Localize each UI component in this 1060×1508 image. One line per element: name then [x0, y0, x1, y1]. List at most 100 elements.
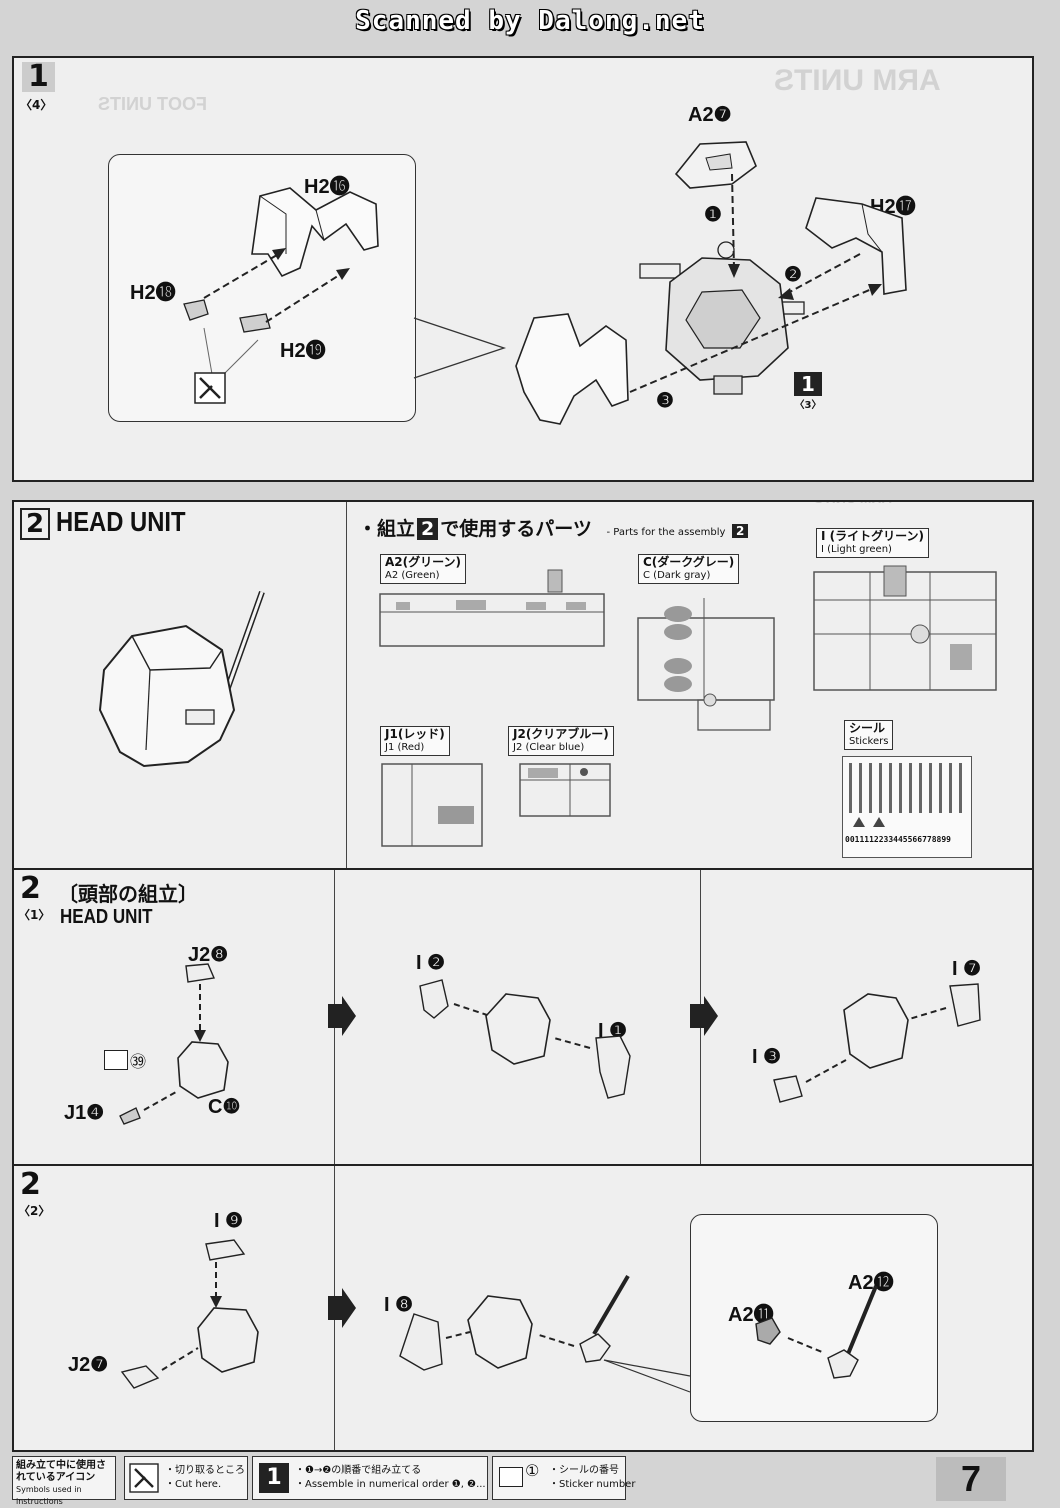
sticker-code: 0011112233445566778899 — [845, 835, 951, 844]
runner-stickers-jp: シール — [849, 721, 886, 735]
assembly-arrows — [629, 173, 882, 393]
label-c-10: C❿ — [208, 1096, 241, 1118]
part-h2-17 — [805, 197, 907, 295]
legend-title-en: Symbols used in instructions — [16, 1485, 82, 1506]
parts-h2-18-19 — [183, 299, 271, 333]
step2-1-parts-a — [119, 963, 229, 1125]
label-i-7: I ❼ — [952, 958, 982, 980]
runner-j2-jp: J2(クリアブルー) — [513, 727, 609, 741]
runner-i-title: I (ライトグリーン)I (Light green) — [816, 528, 930, 558]
next-arrow-icon — [328, 1288, 356, 1328]
runner-i-jp: I (ライトグリーン) — [821, 529, 925, 543]
runner-i-en: I (Light green) — [821, 544, 892, 555]
runner-j1 — [381, 763, 483, 847]
callout-pointer-2 — [603, 1359, 691, 1393]
runner-c-jp: C(ダークグレー) — [643, 555, 735, 569]
sticker-icon — [499, 1467, 523, 1487]
legend-order-jp: ・❶→❷の順番で組み立てる — [295, 1465, 422, 1476]
legend-sticker-en: ・Sticker number — [549, 1479, 636, 1490]
runner-a2-en: A2 (Green) — [385, 570, 440, 581]
label-i-3: I ❸ — [752, 1046, 782, 1068]
label-i-8: I ❽ — [384, 1294, 414, 1316]
next-arrow-icon — [690, 996, 718, 1036]
ref-step-num: 1 — [794, 372, 822, 396]
step2-1-panel: 2 〈1〉 〔頭部の組立〕 HEAD UNIT J2❽ J1❹ C❿ ㊴ I ❷… — [12, 868, 1034, 1166]
sub-arrows — [203, 248, 350, 375]
antenna-callout — [690, 1214, 938, 1422]
sticker-icon — [104, 1050, 128, 1070]
runner-j2 — [519, 763, 611, 817]
label-sticker-39: ㊴ — [130, 1052, 147, 1071]
ghost-arm-units-2: ARM UNITS — [814, 502, 892, 506]
legend-sticker-jp: ・シールの番号 — [549, 1465, 619, 1476]
head-unit-illustration — [98, 590, 265, 768]
runner-j1-jp: J1(レッド) — [385, 727, 445, 741]
legend-order-box: 1 ・❶→❷の順番で組み立てる ・Assemble in numerical o… — [252, 1456, 488, 1500]
step1-number: 1 — [22, 62, 55, 92]
label-j1-4: J1❹ — [64, 1102, 105, 1124]
parts-title-prefix: ・組立 — [358, 518, 416, 540]
sticker-sheet: 0011112233445566778899 — [842, 756, 972, 858]
step2-2-panel: 2 〈2〉 I ❾ J2❼ I ❽ A2⓬ A2⓫ — [12, 1164, 1034, 1452]
label-i-2: I ❷ — [416, 952, 446, 974]
head-divider — [346, 502, 347, 868]
step1-panel: ARM UNITS FOOT UNITS 1 〈4〉 H2⓰ H2⓲ H2⓳ — [12, 56, 1034, 482]
legend-order-num: 1 — [259, 1463, 289, 1493]
step2-2-sub: 〈2〉 — [18, 1204, 51, 1218]
ref-step-box: 1 〈3〉 — [794, 372, 822, 411]
legend-order-en: ・Assemble in numerical order ❶, ❷... — [295, 1479, 486, 1490]
runner-a2 — [379, 569, 605, 647]
parts-title-en: - Parts for the assembly — [606, 527, 726, 538]
runner-j2-title: J2(クリアブルー)J2 (Clear blue) — [508, 726, 614, 756]
label-a2-12: A2⓬ — [848, 1272, 894, 1294]
step2-1-parts-b — [419, 979, 631, 1099]
head-unit-title: HEAD UNIT — [56, 506, 186, 537]
callout-pointer — [413, 317, 507, 379]
step2-1-parts-c — [773, 983, 981, 1103]
arrow-1-marker: ❶ — [704, 204, 722, 226]
runner-c-en: C (Dark gray) — [643, 570, 711, 581]
runner-c-title: C(ダークグレー)C (Dark gray) — [638, 554, 740, 584]
part-h2-16 — [251, 187, 379, 278]
next-arrow-icon — [328, 996, 356, 1036]
legend-cut-box: ・切り取るところ ・Cut here. — [124, 1456, 248, 1500]
label-i-9: I ❾ — [214, 1210, 244, 1232]
step1-sub: 〈4〉 — [20, 98, 53, 112]
ref-step-sub: 〈3〉 — [794, 400, 822, 411]
head-step-number: 2 — [20, 508, 51, 540]
step2-2-parts-a — [120, 1239, 259, 1389]
step2-1-number: 2 — [20, 871, 41, 906]
label-a2-11: A2⓫ — [728, 1304, 774, 1326]
cut-icon — [129, 1463, 159, 1493]
part-a2-7 — [674, 141, 757, 189]
runner-a2-jp: A2(グリーン) — [385, 555, 462, 569]
step2-2-number: 2 — [20, 1167, 41, 1202]
torso-body — [639, 241, 805, 395]
arrow-3-marker: ❸ — [656, 390, 674, 412]
parts-title-num: 2 — [417, 518, 439, 540]
legend-title-box: 組み立て中に使用されているアイコン Symbols used in instru… — [12, 1456, 116, 1506]
runner-j2-en: J2 (Clear blue) — [513, 742, 585, 753]
cut-icon — [194, 372, 226, 404]
footer-legend: 組み立て中に使用されているアイコン Symbols used in instru… — [0, 1452, 1060, 1508]
parts-title-suffix: で使用するパーツ — [440, 518, 592, 540]
runner-i — [813, 565, 997, 691]
step2-1-title-jp: 〔頭部の組立〕 — [58, 882, 198, 906]
label-j2-8: J2❽ — [188, 944, 229, 966]
page-number: 7 — [936, 1457, 1006, 1501]
runner-j1-en: J1 (Red) — [385, 742, 425, 753]
step2-2-parts-b — [399, 1274, 630, 1371]
runner-a2-title: A2(グリーン)A2 (Green) — [380, 554, 467, 584]
legend-sticker-num: ① — [525, 1461, 540, 1480]
part-shoulder-front — [515, 313, 629, 425]
step2-2-parts-c — [755, 1285, 878, 1379]
runner-j1-title: J1(レッド)J1 (Red) — [380, 726, 450, 756]
label-h2-18: H2⓲ — [130, 282, 176, 304]
label-h2-19: H2⓳ — [280, 340, 326, 362]
step2-1-title-en: HEAD UNIT — [60, 906, 153, 928]
legend-cut-jp: ・切り取るところ — [165, 1465, 245, 1476]
